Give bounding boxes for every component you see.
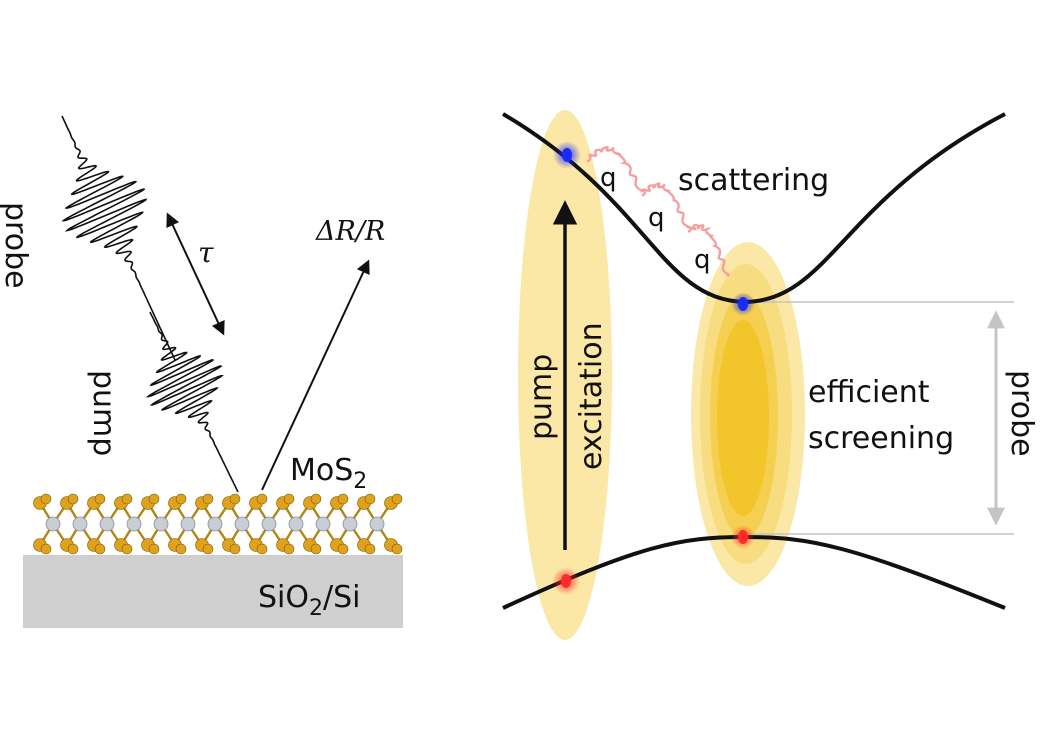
molybdenum-atom	[153, 516, 169, 532]
mos2-monolayer	[33, 493, 403, 555]
right-panel: probe q q q scattering pump excitation e…	[501, 110, 1039, 640]
pump-label: pump	[524, 354, 559, 440]
sulfur-atom-bottom-back	[175, 543, 187, 555]
sulfur-atom-top-back	[310, 493, 322, 505]
excitation-label: excitation	[574, 322, 609, 470]
sulfur-atom-bottom-back	[310, 543, 322, 555]
sulfur-atom-top-back	[121, 493, 133, 505]
electron-bottom	[738, 297, 748, 311]
molybdenum-atom	[261, 516, 277, 532]
sulfur-atom-bottom-back	[148, 543, 160, 555]
molybdenum-atom	[234, 516, 250, 532]
sulfur-atom-bottom-back	[337, 543, 349, 555]
efficient-label: efficient	[808, 375, 930, 410]
sulfur-atom-top-back	[148, 493, 160, 505]
hole-left	[561, 574, 571, 588]
sulfur-atom-bottom-back	[256, 543, 268, 555]
sulfur-atom-bottom-back	[283, 543, 295, 555]
substrate-label: SiO2/Si	[258, 580, 361, 621]
reflected-beam-arrow	[261, 259, 370, 491]
sulfur-atom-top-back	[40, 493, 52, 505]
sulfur-atom-bottom-back	[202, 543, 214, 555]
screening-label: screening	[808, 421, 954, 456]
sulfur-atom-top-back	[175, 493, 187, 505]
sulfur-atom-top-back	[94, 493, 106, 505]
molybdenum-atom	[315, 516, 331, 532]
sulfur-atom-bottom-back	[67, 543, 79, 555]
left-panel: SiO2/Si MoS2 τ ΔR/R probe pump	[0, 115, 403, 628]
probe-energy-label: probe	[1004, 370, 1039, 457]
sulfur-atom-bottom-back	[40, 543, 52, 555]
molybdenum-atom	[126, 516, 142, 532]
delay-symbol: τ	[198, 236, 214, 269]
sulfur-atom-bottom-back	[391, 543, 403, 555]
substrate-block	[23, 555, 403, 628]
sulfur-atom-bottom-back	[364, 543, 376, 555]
probe-pulse-label: probe	[0, 202, 33, 289]
sulfur-atom-top-back	[283, 493, 295, 505]
phonon-label-1: q	[600, 163, 617, 193]
sample-label: MoS2	[290, 453, 367, 494]
probe-pulse-waveform	[61, 115, 176, 361]
electron-top	[562, 148, 572, 162]
sulfur-atom-top-back	[229, 493, 241, 505]
sulfur-atom-top-back	[391, 493, 403, 505]
molybdenum-atom	[180, 516, 196, 532]
molybdenum-atom	[369, 516, 385, 532]
molybdenum-atom	[99, 516, 115, 532]
scattering-label: scattering	[678, 163, 829, 198]
sulfur-atom-top-back	[202, 493, 214, 505]
sulfur-atom-top-back	[364, 493, 376, 505]
molybdenum-atom	[342, 516, 358, 532]
phonon-label-2: q	[648, 203, 665, 233]
molybdenum-atom	[288, 516, 304, 532]
delay-arrow	[166, 212, 225, 336]
signal-label: ΔR/R	[315, 216, 385, 247]
molybdenum-atom	[72, 516, 88, 532]
sulfur-atom-top-back	[256, 493, 268, 505]
sulfur-atom-top-back	[337, 493, 349, 505]
sulfur-atom-bottom-back	[229, 543, 241, 555]
sulfur-atom-bottom-back	[94, 543, 106, 555]
screening-glow-core	[717, 320, 769, 516]
molybdenum-atom	[45, 516, 61, 532]
sulfur-atom-bottom-back	[121, 543, 133, 555]
pump-pulse-waveform	[145, 311, 239, 493]
phonon-scattering-path	[586, 145, 730, 278]
molybdenum-atom	[207, 516, 223, 532]
hole-center	[738, 530, 748, 544]
sulfur-atom-top-back	[67, 493, 79, 505]
phonon-label-3: q	[694, 245, 711, 275]
pump-pulse-label: pump	[86, 370, 121, 456]
